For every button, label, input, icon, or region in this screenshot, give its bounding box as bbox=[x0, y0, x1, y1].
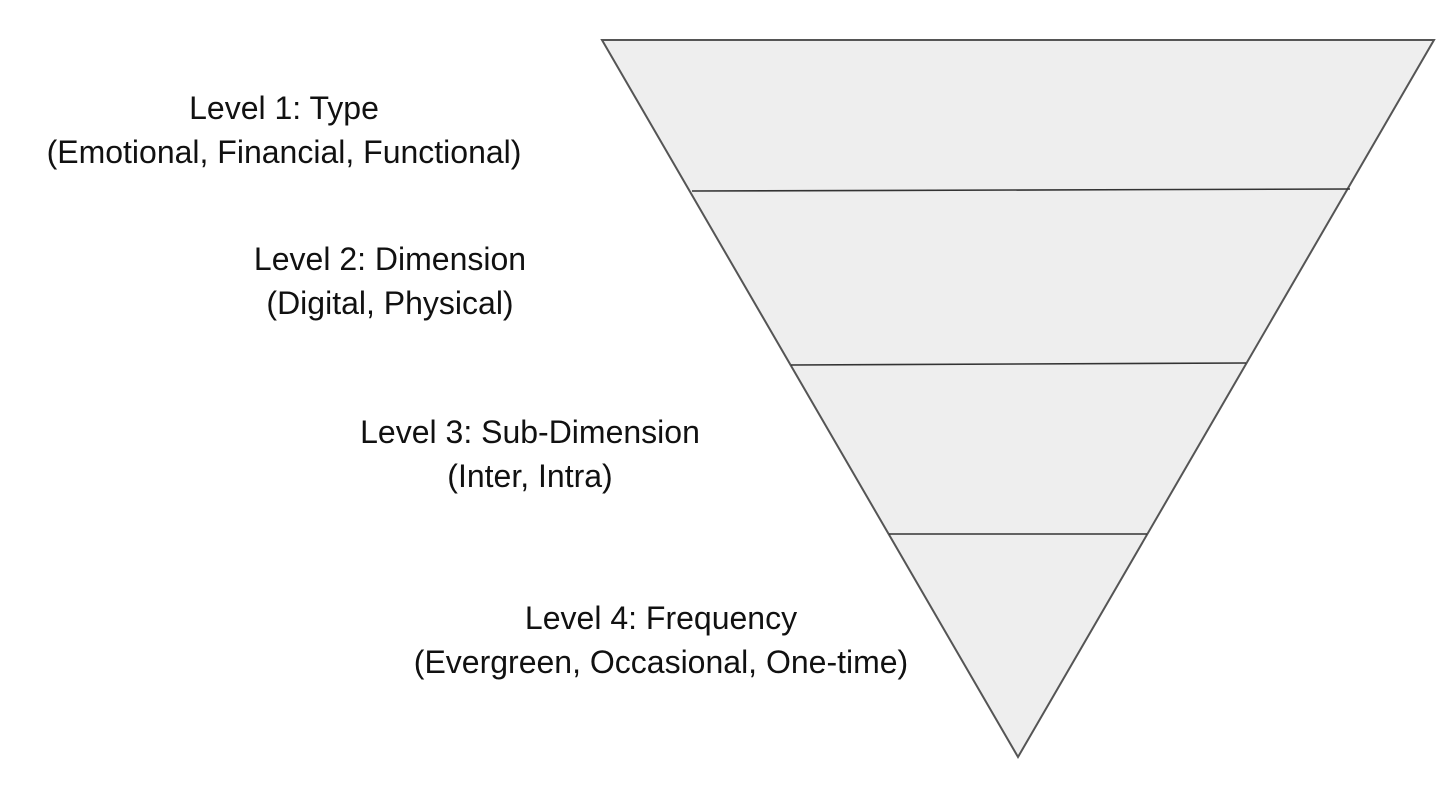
level-1-label: Level 1: Type (Emotional, Financial, Fun… bbox=[47, 86, 522, 174]
level-4-items: (Evergreen, Occasional, One-time) bbox=[413, 644, 909, 680]
level-3-label: Level 3: Sub-Dimension (Inter, Intra) bbox=[360, 410, 700, 498]
level-divider-1 bbox=[691, 188, 1351, 192]
level-1-title: Level 1: Type bbox=[189, 90, 379, 126]
level-divider-2 bbox=[790, 362, 1247, 366]
level-4-title: Level 4: Frequency bbox=[524, 600, 798, 636]
level-2-label: Level 2: Dimension (Digital, Physical) bbox=[254, 237, 526, 325]
pyramid-outline bbox=[600, 39, 1436, 759]
level-1-items: (Emotional, Financial, Functional) bbox=[46, 134, 522, 170]
level-3-title: Level 3: Sub-Dimension bbox=[360, 414, 700, 450]
level-2-items: (Digital, Physical) bbox=[266, 285, 514, 321]
level-3-items: (Inter, Intra) bbox=[447, 458, 613, 494]
level-2-title: Level 2: Dimension bbox=[253, 241, 527, 277]
level-4-label: Level 4: Frequency (Evergreen, Occasiona… bbox=[414, 596, 908, 684]
